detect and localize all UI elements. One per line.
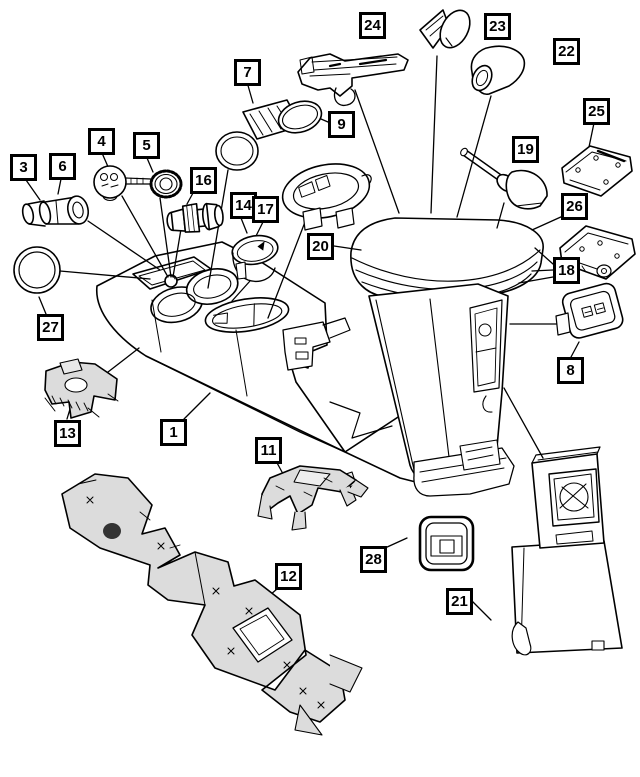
front-bracket	[44, 358, 119, 419]
callout-26[interactable]: 26	[561, 193, 588, 220]
shifter-bezel-ring	[281, 163, 372, 231]
retaining-ring	[149, 169, 183, 199]
outlet-housing	[166, 202, 224, 233]
callout-20[interactable]: 20	[307, 233, 334, 260]
callout-16[interactable]: 16	[190, 167, 217, 194]
rear-cover	[511, 446, 623, 656]
trim-ring	[13, 246, 61, 294]
leader-lines	[25, 55, 595, 621]
callout-6[interactable]: 6	[49, 153, 76, 180]
latch-bezel	[555, 282, 624, 339]
callout-17[interactable]: 17	[252, 196, 279, 223]
mounting-frame	[61, 473, 363, 736]
oval-seal	[277, 100, 323, 134]
callout-7[interactable]: 7	[234, 59, 261, 86]
callout-25[interactable]: 25	[583, 98, 610, 125]
callout-13[interactable]: 13	[54, 420, 81, 447]
callout-23[interactable]: 23	[484, 13, 511, 40]
cup-insert-knob	[231, 234, 279, 283]
pocket-bezel	[418, 515, 475, 572]
callout-8[interactable]: 8	[557, 357, 584, 384]
callout-11[interactable]: 11	[255, 437, 282, 464]
callout-18[interactable]: 18	[553, 257, 580, 284]
lid-latch	[297, 53, 409, 106]
callout-9[interactable]: 9	[328, 111, 355, 138]
callout-21[interactable]: 21	[446, 588, 473, 615]
callout-12[interactable]: 12	[275, 563, 302, 590]
armrest-lid	[350, 217, 544, 300]
cigar-lighter	[21, 195, 90, 227]
callout-5[interactable]: 5	[133, 132, 160, 159]
callout-19[interactable]: 19	[512, 136, 539, 163]
callout-4[interactable]: 4	[88, 128, 115, 155]
callout-1[interactable]: 1	[160, 419, 187, 446]
lamp-socket-key	[93, 165, 152, 202]
callout-22[interactable]: 22	[553, 38, 580, 65]
rubber-cup	[470, 45, 526, 95]
callout-28[interactable]: 28	[360, 546, 387, 573]
bracket-plate	[561, 145, 633, 197]
callout-24[interactable]: 24	[359, 12, 386, 39]
pin-bumper	[460, 147, 548, 210]
knob-with-disc	[419, 9, 471, 49]
callout-27[interactable]: 27	[37, 314, 64, 341]
console-pedestal	[368, 283, 515, 497]
rear-bracket	[257, 465, 369, 531]
callout-3[interactable]: 3	[10, 154, 37, 181]
